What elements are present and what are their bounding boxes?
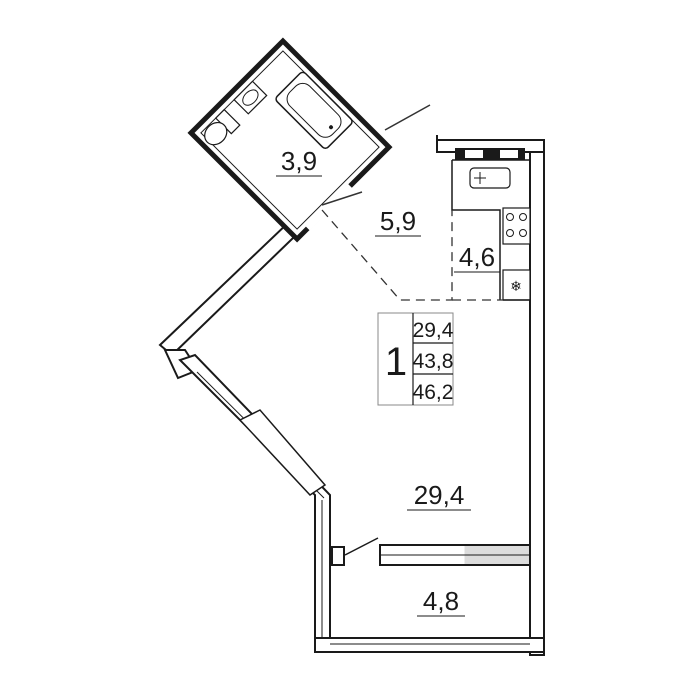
kitchen-area-label: 4,6: [459, 242, 495, 272]
kitchen: ❄: [321, 148, 531, 301]
balcony-bottom-wall: [314, 637, 545, 653]
legend-living-area: 29,4: [413, 319, 454, 342]
living-area-label: 29,4: [414, 480, 465, 510]
bathroom: [187, 37, 393, 243]
zone-boundary: [321, 209, 453, 301]
rooms-count: 1: [385, 340, 407, 384]
bathtub-icon: [275, 71, 353, 149]
fridge-icon: ❄: [502, 269, 531, 301]
stove-icon: [502, 207, 531, 245]
toilet-icon: [204, 108, 241, 146]
svg-text:❄: ❄: [510, 279, 522, 295]
right-exterior-wall: [529, 139, 545, 656]
legend-total-with-balcony: 46,2: [413, 381, 454, 404]
sink-icon: [469, 167, 511, 189]
area-legend: 1 29,4 43,8 46,2: [377, 312, 454, 406]
hall-area-label: 5,9: [380, 206, 416, 236]
bathroom-area-label: 3,9: [281, 146, 317, 176]
washbasin-icon: [233, 80, 268, 115]
legend-total-area: 43,8: [413, 350, 454, 373]
walls: [158, 135, 545, 656]
diagonal-exterior-wall: [178, 353, 331, 651]
balcony-area-label: 4,8: [423, 586, 459, 616]
room-labels: 3,9 5,9 4,6 29,4 4,8: [276, 146, 500, 617]
